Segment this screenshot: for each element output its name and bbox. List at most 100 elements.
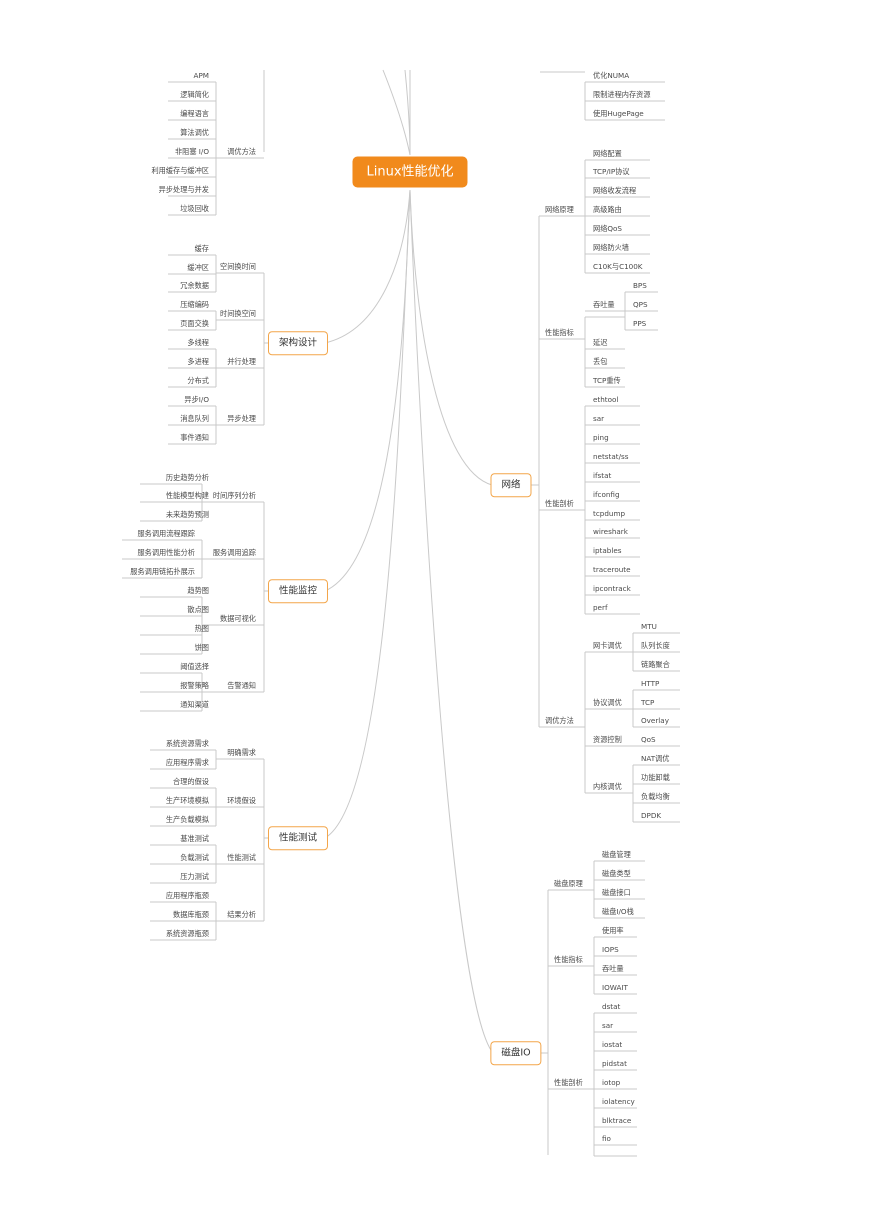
group-label[interactable]: 协议调优 xyxy=(593,698,622,707)
arch-item[interactable]: 冗余数据 xyxy=(180,281,209,290)
disk-item[interactable]: 磁盘I/O栈 xyxy=(602,907,634,916)
arch-item[interactable]: 分布式 xyxy=(187,376,209,385)
arch-item[interactable]: 消息队列 xyxy=(180,414,209,423)
monitor-item[interactable]: 性能模型构建 xyxy=(165,491,209,500)
test-item[interactable]: 系统资源瓶颈 xyxy=(165,929,209,938)
tool-item[interactable]: tcpdump xyxy=(593,509,626,518)
tool-item[interactable]: iotop xyxy=(602,1078,621,1087)
group-label[interactable]: 资源控制 xyxy=(593,735,622,744)
group-label[interactable]: 性能剖析 xyxy=(554,1078,583,1087)
tool-item[interactable]: perf xyxy=(593,603,608,612)
network-item[interactable]: 网络防火墙 xyxy=(593,243,629,252)
disk-item[interactable]: IOWAIT xyxy=(602,983,628,992)
arch-item[interactable]: 压缩编码 xyxy=(180,300,209,309)
tuning-item[interactable]: APM xyxy=(193,71,209,80)
tuning-item[interactable]: 非阻塞 I/O xyxy=(174,147,209,156)
disk-item[interactable]: 磁盘管理 xyxy=(602,850,631,859)
tuning-item[interactable]: Overlay xyxy=(641,716,669,725)
group-label[interactable]: 结果分析 xyxy=(227,910,256,919)
tuning-item[interactable]: 队列长度 xyxy=(641,641,670,650)
throughput-item[interactable]: BPS xyxy=(633,281,647,290)
tool-item[interactable]: pidstat xyxy=(602,1059,627,1068)
tuning-item[interactable]: 垃圾回收 xyxy=(180,204,209,213)
memory-item[interactable]: 优化NUMA xyxy=(593,71,630,80)
group-label[interactable]: 性能指标 xyxy=(554,955,583,964)
group-label[interactable]: 异步处理 xyxy=(227,414,256,423)
group-label[interactable]: 空间换时间 xyxy=(220,262,256,271)
tool-item[interactable]: ping xyxy=(593,433,609,442)
group-label[interactable]: 时间序列分析 xyxy=(212,491,256,500)
group-label[interactable]: 内核调优 xyxy=(593,782,622,791)
network-item[interactable]: 高级路由 xyxy=(593,205,622,214)
disk-item[interactable]: 磁盘类型 xyxy=(602,869,631,878)
tool-item[interactable]: wireshark xyxy=(593,527,628,536)
monitor-item[interactable]: 服务调用链拓扑展示 xyxy=(130,567,195,576)
tool-item[interactable]: ipcontrack xyxy=(593,584,631,593)
group-label[interactable]: 环境假设 xyxy=(227,796,256,805)
test-item[interactable]: 生产环境模拟 xyxy=(165,796,209,805)
memory-item[interactable]: 使用HugePage xyxy=(593,109,644,118)
network-item[interactable]: 网络QoS xyxy=(593,224,622,233)
group-label[interactable]: 网络原理 xyxy=(545,205,574,214)
tool-item[interactable]: iolatency xyxy=(602,1097,635,1106)
tool-item[interactable]: iostat xyxy=(602,1040,623,1049)
throughput-item[interactable]: QPS xyxy=(633,300,648,309)
group-label[interactable]: 告警通知 xyxy=(227,681,256,690)
network-item[interactable]: TCP/IP协议 xyxy=(593,167,630,176)
test-item[interactable]: 应用程序需求 xyxy=(165,758,209,767)
tool-item[interactable]: blktrace xyxy=(602,1116,632,1125)
tuning-item[interactable]: MTU xyxy=(641,622,657,631)
monitor-item[interactable]: 趋势图 xyxy=(187,586,209,595)
tuning-item[interactable]: 编程语言 xyxy=(180,109,209,118)
monitor-item[interactable]: 服务调用流程跟踪 xyxy=(137,529,195,538)
branch-monitor[interactable]: 性能监控 xyxy=(267,579,329,603)
group-label[interactable]: 服务调用追踪 xyxy=(212,548,256,557)
tool-item[interactable]: dstat xyxy=(602,1002,621,1011)
monitor-item[interactable]: 未来趋势预测 xyxy=(165,510,209,519)
central-topic[interactable]: Linux性能优化 xyxy=(352,156,468,188)
tuning-item[interactable]: 负载均衡 xyxy=(641,792,670,801)
arch-item[interactable]: 页面交换 xyxy=(180,319,209,328)
network-item[interactable]: TCP重传 xyxy=(593,376,621,385)
group-label[interactable]: 性能指标 xyxy=(545,328,574,337)
network-item[interactable]: 网络收发流程 xyxy=(593,186,637,195)
arch-item[interactable]: 异步I/O xyxy=(184,395,209,404)
disk-item[interactable]: 吞吐量 xyxy=(602,964,624,973)
test-item[interactable]: 负载测试 xyxy=(180,853,209,862)
memory-item[interactable]: 限制进程内存资源 xyxy=(593,90,651,99)
tuning-item[interactable]: 异步处理与并发 xyxy=(158,185,209,194)
branch-arch[interactable]: 架构设计 xyxy=(267,331,329,355)
tuning-item[interactable]: 功能卸载 xyxy=(641,773,670,782)
monitor-item[interactable]: 饼图 xyxy=(194,643,209,652)
monitor-item[interactable]: 报警策略 xyxy=(180,681,209,690)
group-label[interactable]: 性能测试 xyxy=(227,853,256,862)
tuning-item[interactable]: 利用缓存与缓冲区 xyxy=(151,166,209,175)
tool-item[interactable]: traceroute xyxy=(593,565,631,574)
monitor-item[interactable]: 服务调用性能分析 xyxy=(137,548,195,557)
network-item[interactable]: 丢包 xyxy=(593,357,608,366)
test-item[interactable]: 系统资源需求 xyxy=(165,739,209,748)
network-item[interactable]: 延迟 xyxy=(593,338,608,347)
group-label[interactable]: 时间换空间 xyxy=(220,309,256,318)
tool-item[interactable]: ifconfig xyxy=(593,490,620,499)
tool-item[interactable]: fio xyxy=(602,1134,611,1143)
group-label[interactable]: 数据可视化 xyxy=(220,614,256,623)
group-label[interactable]: 磁盘原理 xyxy=(554,879,583,888)
tuning-item[interactable]: 逻辑简化 xyxy=(180,90,209,99)
tool-item[interactable]: ethtool xyxy=(593,395,619,404)
group-label[interactable]: 调优方法 xyxy=(227,147,256,156)
arch-item[interactable]: 多进程 xyxy=(187,357,209,366)
test-item[interactable]: 生产负载模拟 xyxy=(165,815,209,824)
tuning-item[interactable]: QoS xyxy=(641,735,656,744)
group-label[interactable]: 网卡调优 xyxy=(593,641,622,650)
monitor-item[interactable]: 历史趋势分析 xyxy=(165,473,209,482)
group-label[interactable]: 明确需求 xyxy=(227,748,256,757)
arch-item[interactable]: 事件通知 xyxy=(180,433,209,442)
network-item[interactable]: 网络配置 xyxy=(593,149,622,158)
tuning-item[interactable]: NAT调优 xyxy=(641,754,670,763)
arch-item[interactable]: 多线程 xyxy=(187,338,209,347)
test-item[interactable]: 压力测试 xyxy=(180,872,209,881)
disk-item[interactable]: IOPS xyxy=(602,945,619,954)
branch-network[interactable]: 网络 xyxy=(490,473,532,497)
disk-item[interactable]: 使用率 xyxy=(602,926,624,935)
